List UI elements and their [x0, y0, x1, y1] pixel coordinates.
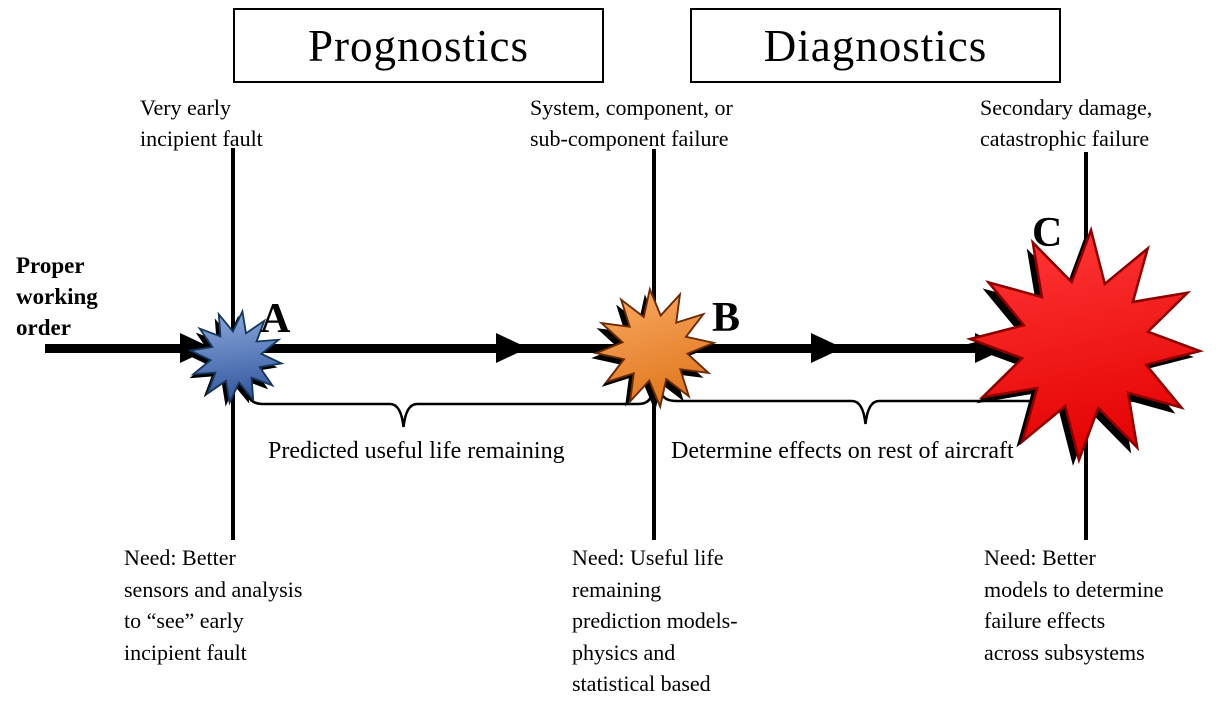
need-label-b: Need: Useful life remaining prediction m…: [572, 545, 738, 696]
span-label-determine-effects: Determine effects on rest of aircraft: [671, 438, 1014, 464]
arrowhead-1: [180, 333, 212, 363]
brace-predicted-life: [245, 387, 654, 428]
span-label-predicted-life: Predicted useful life remaining: [268, 438, 565, 464]
event-letter-a: A: [260, 296, 291, 342]
need-label-a: Need: Better sensors and analysis to “se…: [124, 545, 303, 665]
diagnostics-box: Diagnostics: [690, 8, 1061, 83]
prognostics-label: Prognostics: [307, 20, 529, 71]
condition-label-a: Very early incipient fault: [140, 95, 263, 151]
start-state-label: Proper working order: [16, 253, 98, 340]
event-letter-c: C: [1032, 210, 1063, 256]
condition-label-c: Secondary damage, catastrophic failure: [980, 95, 1153, 151]
arrowhead-3: [811, 333, 843, 363]
event-letter-b: B: [712, 295, 741, 341]
burst-b-component-failure: [586, 283, 720, 417]
arrowhead-2: [496, 333, 528, 363]
prognostics-box: Prognostics: [233, 8, 604, 83]
need-label-c: Need: Better models to determine failure…: [984, 545, 1164, 665]
diagnostics-label: Diagnostics: [763, 20, 988, 71]
condition-label-b: System, component, or sub-component fail…: [530, 95, 733, 151]
burst-c-catastrophic-failure: [958, 222, 1208, 472]
